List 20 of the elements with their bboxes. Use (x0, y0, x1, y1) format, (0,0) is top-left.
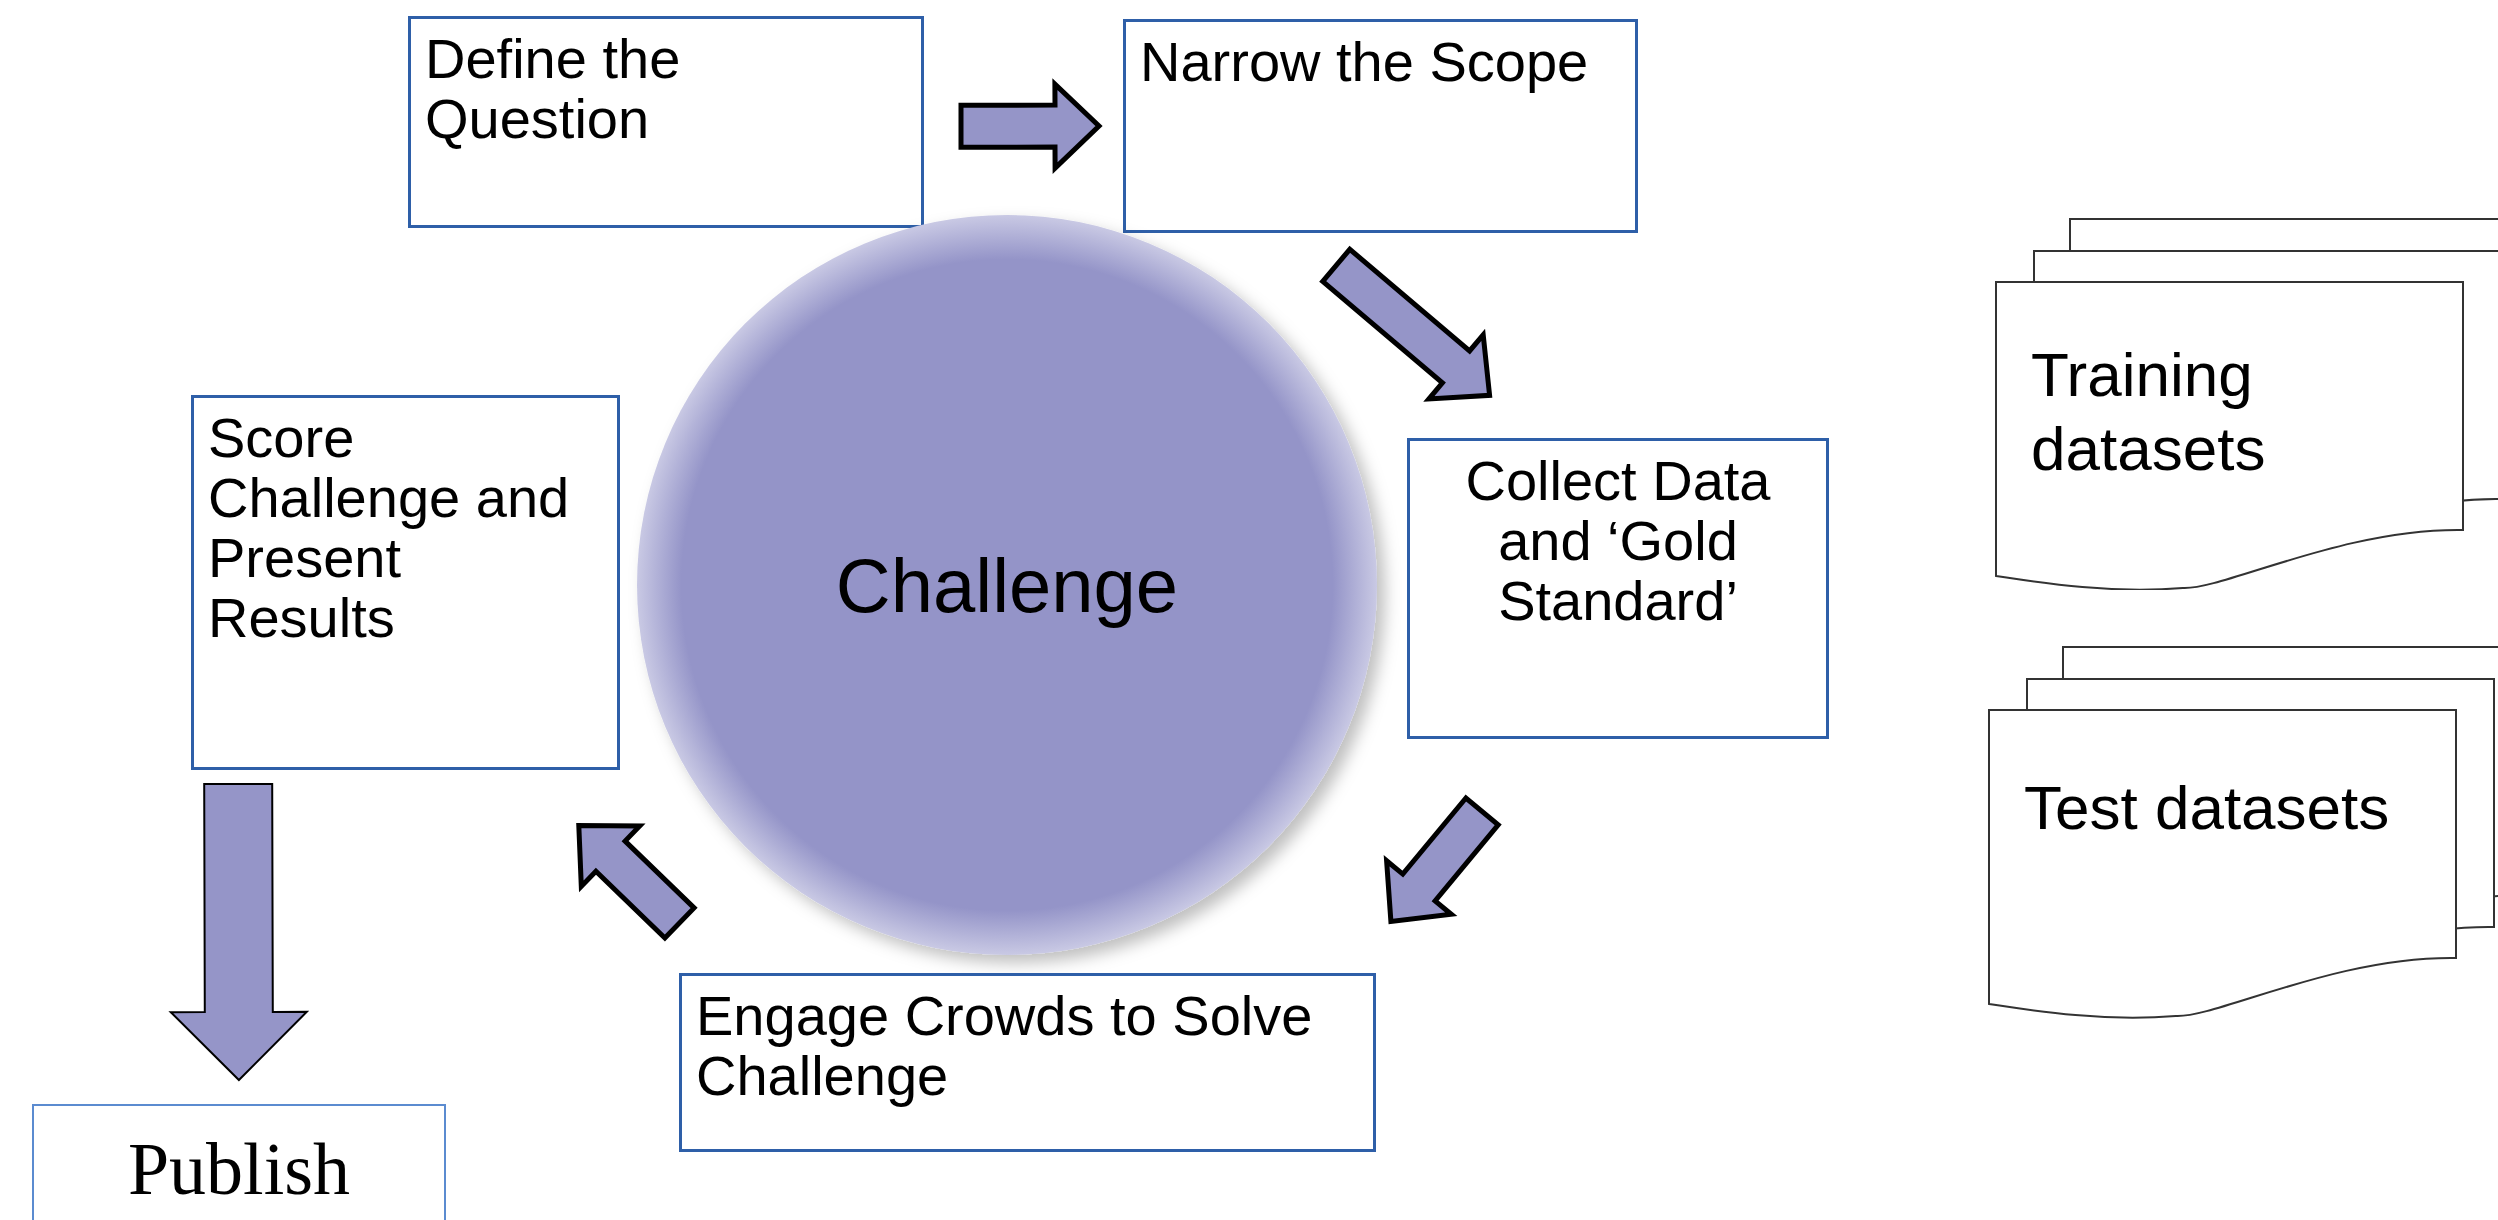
block-arrow (168, 782, 310, 1082)
publish-box (32, 1104, 446, 1220)
step-label: Score Challenge and Present Results (207, 405, 571, 651)
process-box (679, 973, 1376, 1152)
process-box (191, 395, 620, 770)
step-label: Engage Crowds to Solve Challenge (695, 983, 1314, 1109)
step-label: Publish (126, 1127, 352, 1212)
block-arrow (576, 823, 698, 942)
process-box (1407, 438, 1829, 739)
document-label: Test datasets (2024, 772, 2391, 844)
circle-label: Challenge (835, 541, 1179, 629)
process-box (408, 16, 924, 228)
document-label: Training datasets (2031, 339, 2267, 485)
step-label: Collect Data and ‘Gold Standard’ (1464, 448, 1772, 634)
block-arrow (1383, 794, 1502, 925)
step-label: Narrow the Scope (1139, 29, 1590, 95)
step-label: Define the Question (424, 26, 682, 152)
block-arrow (958, 78, 1103, 174)
block-arrow (1319, 245, 1493, 402)
process-box (1123, 19, 1638, 233)
